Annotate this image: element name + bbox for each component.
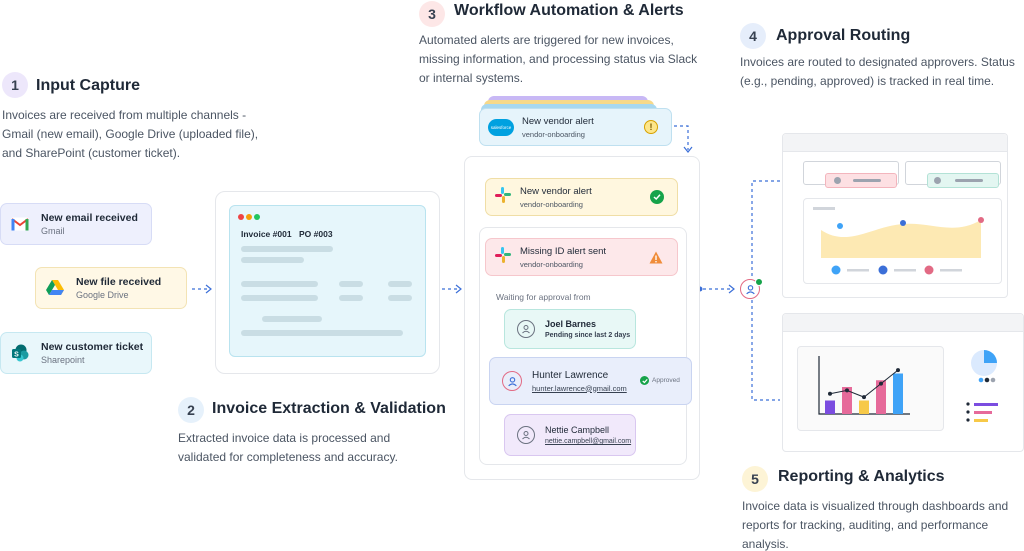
step-3-title: Workflow Automation & Alerts (454, 2, 684, 19)
alert-title: New vendor alert (522, 115, 594, 127)
pie-legend-widget (966, 350, 998, 422)
placeholder-line (388, 281, 412, 287)
warning-icon: ! (644, 120, 658, 134)
source-title: New file received (76, 276, 162, 288)
slack-icon (494, 186, 512, 209)
salesforce-icon: salesforce (488, 118, 514, 136)
step-1-desc: Invoices are received from multiple chan… (2, 108, 259, 160)
step-4-title: Approval Routing (776, 27, 911, 44)
placeholder-line (388, 295, 412, 301)
placeholder-line (241, 330, 403, 336)
step-1-title: Input Capture (36, 77, 140, 94)
placeholder-line (262, 316, 322, 322)
user-icon (517, 320, 535, 338)
alert-card-salesforce[interactable]: salesforce New vendor alert vendor-onboa… (479, 108, 672, 146)
alert-card-slack-missing-id[interactable]: Missing ID alert sent vendor-onboarding (485, 238, 678, 276)
trend-area-chart (813, 207, 984, 275)
waiting-label: Waiting for approval from (496, 292, 591, 302)
window-dot-red (238, 214, 244, 220)
source-subtitle: Gmail (41, 226, 65, 236)
bar-chart-card (797, 346, 944, 431)
source-subtitle: Sharepoint (41, 355, 85, 365)
user-icon (502, 371, 522, 391)
chart-point (828, 391, 832, 396)
step-5-badge: 5 (742, 466, 768, 492)
alert-title: New vendor alert (520, 185, 592, 197)
status-chip-bar (955, 179, 983, 182)
chart-point (845, 388, 849, 393)
status-chip-dot (834, 177, 841, 184)
placeholder-line (241, 295, 318, 301)
source-title: New customer ticket (41, 341, 144, 353)
po-number: PO #003 (299, 229, 333, 239)
chart-point (879, 381, 883, 386)
approver-card-nettie-campbell[interactable]: Nettie Campbell nettie.campbell@gmail.co… (504, 414, 636, 456)
warning-triangle-icon (649, 250, 663, 264)
sharepoint-icon: S (9, 342, 31, 364)
placeholder-line (241, 281, 318, 287)
step-4-desc: Invoices are routed to designated approv… (740, 55, 1015, 88)
window-dot-green (254, 214, 260, 220)
approver-name: Hunter Lawrence (532, 369, 609, 381)
placeholder-line (241, 246, 333, 252)
step-3-badge: 3 (419, 1, 445, 27)
alert-subtitle: vendor-onboarding (520, 199, 583, 209)
approver-name: Nettie Campbell (545, 425, 610, 435)
alert-subtitle: vendor-onboarding (522, 129, 585, 139)
chart-trend-line (829, 369, 899, 398)
slack-icon (494, 246, 512, 269)
source-card-gmail[interactable]: New email received Gmail (0, 203, 152, 245)
step-2-title: Invoice Extraction & Validation (212, 400, 446, 417)
bar-line-chart (818, 356, 910, 415)
step-2-badge: 2 (178, 397, 204, 423)
chart-bar (859, 400, 869, 414)
approved-badge-icon (755, 278, 763, 286)
step-4-badge: 4 (740, 23, 766, 49)
step-5-desc: Invoice data is visualized through dashb… (742, 499, 1009, 551)
step-2-desc: Extracted invoice data is processed and … (178, 431, 398, 464)
step-3-desc: Automated alerts are triggered for new i… (419, 33, 698, 85)
chart-bar (876, 380, 886, 414)
alert-title: Missing ID alert sent (520, 245, 607, 257)
window-dot-yellow (246, 214, 252, 220)
salesforce-logo-text: salesforce (490, 124, 512, 130)
approver-card-hunter-lawrence[interactable]: Hunter Lawrence hunter.lawrence@gmail.co… (489, 357, 692, 405)
step-5-title: Reporting & Analytics (778, 468, 945, 485)
user-icon (517, 426, 535, 444)
alert-subtitle: vendor-onboarding (520, 259, 583, 269)
source-subtitle: Google Drive (76, 290, 129, 300)
status-chip-bar (853, 179, 881, 182)
placeholder-line (339, 281, 363, 287)
placeholder-line (339, 295, 363, 301)
approved-label: Approved (652, 377, 680, 384)
chart-point (862, 395, 866, 400)
gmail-icon (9, 213, 31, 235)
approved-check-icon (640, 376, 649, 385)
placeholder-line (241, 257, 304, 263)
source-title: New email received (41, 212, 138, 224)
approver-email: hunter.lawrence@gmail.com (532, 383, 627, 393)
status-chip-dot (934, 177, 941, 184)
chart-bar (893, 373, 903, 414)
approver-name: Joel Barnes (545, 319, 597, 329)
source-card-google-drive[interactable]: New file received Google Drive (35, 267, 187, 309)
source-card-sharepoint[interactable]: S New customer ticket Sharepoint (0, 332, 152, 374)
svg-text:S: S (14, 351, 19, 358)
dashboard-header (783, 314, 1023, 332)
chart-bar (825, 400, 835, 414)
dashboard-header (783, 134, 1007, 152)
step-1-badge: 1 (2, 72, 28, 98)
invoice-number: Invoice #001 (241, 229, 292, 239)
check-circle-icon (650, 190, 664, 204)
alert-card-slack-new-vendor[interactable]: New vendor alert vendor-onboarding (485, 178, 678, 216)
approver-status: Pending since last 2 days (545, 332, 631, 339)
approver-email: nettie.campbell@gmail.com (545, 438, 632, 445)
chart-point (896, 368, 900, 373)
chart-bar (842, 387, 852, 414)
google-drive-icon (44, 277, 66, 299)
approver-card-joel-barnes[interactable]: Joel Barnes Pending since last 2 days (504, 309, 636, 349)
